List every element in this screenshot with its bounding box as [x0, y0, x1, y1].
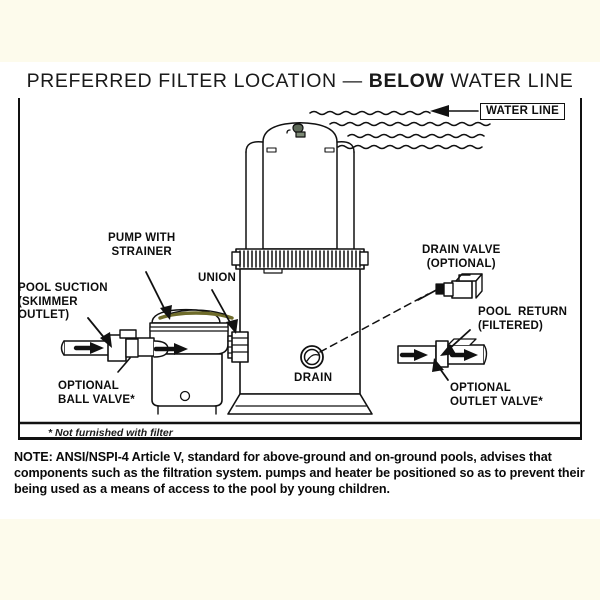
- label-optional-outlet-valve: OPTIONAL OUTLET VALVE*: [450, 382, 543, 408]
- title-suffix: WATER LINE: [444, 70, 574, 92]
- title-emphasis: BELOW: [368, 70, 445, 92]
- label-pump-with-strainer: PUMP WITH STRAINER: [108, 232, 176, 258]
- title-dash: —: [342, 70, 369, 92]
- label-optional-ball-valve: OPTIONAL BALL VALVE*: [58, 380, 135, 406]
- label-pool-suction: POOL SUCTION (SKIMMER OUTLET): [18, 282, 108, 321]
- note-body: ANSI/NSPI-4 Article V, standard for abov…: [14, 450, 585, 497]
- label-pool-return: POOL RETURN (FILTERED): [478, 306, 568, 332]
- note-lead: NOTE:: [14, 450, 53, 464]
- label-drain: DRAIN: [294, 372, 333, 384]
- label-union: UNION: [198, 272, 237, 284]
- diagram-frame: [18, 98, 582, 440]
- water-line-label: WATER LINE: [480, 103, 566, 120]
- note-paragraph: NOTE: ANSI/NSPI-4 Article V, standard fo…: [14, 449, 590, 498]
- title-prefix: PREFERRED FILTER LOCATION: [26, 70, 343, 92]
- footnote-not-furnished: * Not furnished with filter: [48, 427, 173, 439]
- label-drain-valve: DRAIN VALVE (OPTIONAL): [422, 244, 501, 270]
- page-title: PREFERRED FILTER LOCATION — BELOW WATER …: [0, 70, 600, 93]
